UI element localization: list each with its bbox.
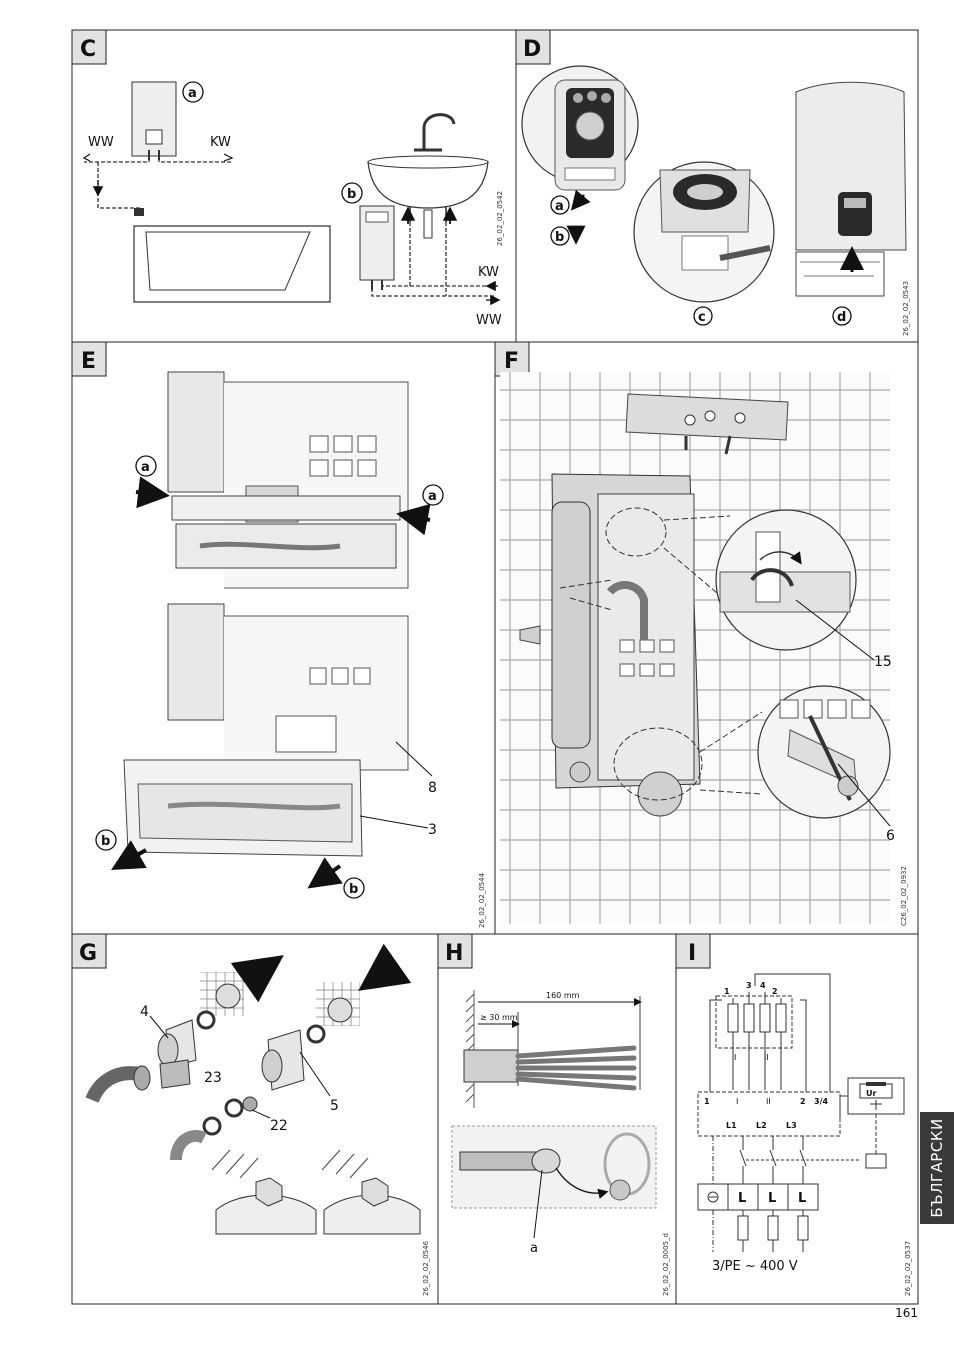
label-i-l1: L1	[726, 1121, 737, 1130]
label-i-ur: Ur	[866, 1089, 876, 1098]
label-ww-b: WW	[476, 313, 502, 328]
label-i-supply-l1: L	[738, 1191, 746, 1206]
label-f-6: 6	[886, 828, 895, 844]
label-i-supply-voltage: 3/PE ~ 400 V	[712, 1259, 798, 1274]
label-i-t4: 4	[760, 981, 766, 990]
label-i-b34: 3/4	[814, 1097, 828, 1106]
label-ww: WW	[88, 135, 114, 150]
pipes-c-a	[84, 158, 232, 216]
label-f-15: 15	[874, 654, 892, 670]
label-c-b: b	[347, 187, 356, 202]
label-i-supply-l2: L	[768, 1191, 776, 1206]
label-kw: KW	[210, 135, 231, 150]
label-i-l2: L2	[756, 1121, 767, 1130]
label-h-a: a	[530, 1241, 538, 1256]
label-i-roman-i: I	[734, 1053, 736, 1062]
label-i-t2: 2	[772, 987, 778, 996]
drawing-code-g: 26_02_02_0546	[422, 1240, 430, 1296]
panel-h: 160 mm ≥ 30 mm a 26_02_02_0005_d	[451, 990, 670, 1296]
bathtub	[133, 208, 331, 303]
panel-letter-d: D	[523, 37, 541, 62]
label-g-23: 23	[204, 1070, 222, 1086]
page-number: 161	[895, 1306, 918, 1320]
drawing-code-e: 26_02_02_0544	[478, 872, 486, 928]
label-i-supply-l3: L	[798, 1191, 806, 1206]
panel-letter-e: E	[81, 349, 96, 374]
label-d-c: c	[698, 310, 706, 325]
label-i-b-i: I	[736, 1097, 738, 1106]
label-i-t1: 1	[724, 987, 730, 996]
label-e-a-right: a	[428, 489, 437, 504]
panel-d: a b c d 26_02_02_0543	[521, 65, 910, 336]
water-heater-b	[359, 205, 395, 290]
panel-letter-h: H	[445, 941, 463, 966]
label-i-b-ii: II	[766, 1097, 771, 1106]
drawing-code-c: 26_02_02_0542	[496, 191, 504, 246]
panel-f: 15 6 C26_02_02_0932	[500, 372, 908, 926]
figure-grid	[71, 29, 919, 1305]
water-heater-a	[131, 81, 177, 160]
label-e-b-left: b	[101, 834, 110, 849]
label-i-roman-ii: II	[764, 1053, 769, 1062]
label-h-160mm: 160 mm	[546, 991, 580, 1000]
panel-letter-g: G	[79, 941, 97, 966]
drawing-code-i: 26_02_02_0537	[904, 1241, 912, 1296]
panel-e: a a 8 3 b b 26_02_02_0544	[95, 371, 486, 928]
panel-letters: C D E F G H I	[71, 29, 711, 969]
label-e-3: 3	[428, 822, 437, 838]
label-g-22: 22	[270, 1118, 288, 1134]
label-c-a: a	[188, 86, 197, 101]
label-e-b-bottom: b	[349, 882, 358, 897]
label-d-a: a	[555, 199, 564, 214]
label-i-b2: 2	[800, 1097, 806, 1106]
label-i-t3: 3	[746, 981, 752, 990]
panel-c: a WW KW	[82, 81, 504, 328]
drawing-code-f: C26_02_02_0932	[900, 866, 908, 926]
panel-letter-i: I	[688, 941, 696, 966]
label-i-b1: 1	[704, 1097, 710, 1106]
language-tab-label: БЪЛГАРСКИ	[928, 1118, 946, 1218]
sink	[367, 113, 489, 239]
panel-letter-c: C	[80, 37, 96, 62]
label-e-8: 8	[428, 780, 437, 796]
pipes-c-b	[371, 222, 496, 297]
label-g-5: 5	[330, 1098, 339, 1114]
drawing-code-h: 26_02_02_0005_d	[662, 1233, 670, 1296]
label-kw-b: KW	[478, 265, 499, 280]
label-i-l3: L3	[786, 1121, 797, 1130]
drawing-code-d: 26_02_02_0543	[902, 281, 910, 336]
label-h-30mm: ≥ 30 mm	[480, 1013, 518, 1022]
panel-letter-f: F	[504, 349, 519, 374]
label-g-4: 4	[140, 1004, 149, 1020]
language-tab: БЪЛГАРСКИ	[920, 1112, 954, 1224]
label-d-d: d	[837, 310, 846, 325]
label-d-b: b	[555, 230, 564, 245]
label-e-a-left: a	[141, 460, 150, 475]
panel-g: 4 5 23 22 26_02_02_0546	[85, 943, 430, 1296]
panel-i: 1 3 4 2 I II 1 I II 2 3/4 L1 L	[697, 973, 912, 1296]
